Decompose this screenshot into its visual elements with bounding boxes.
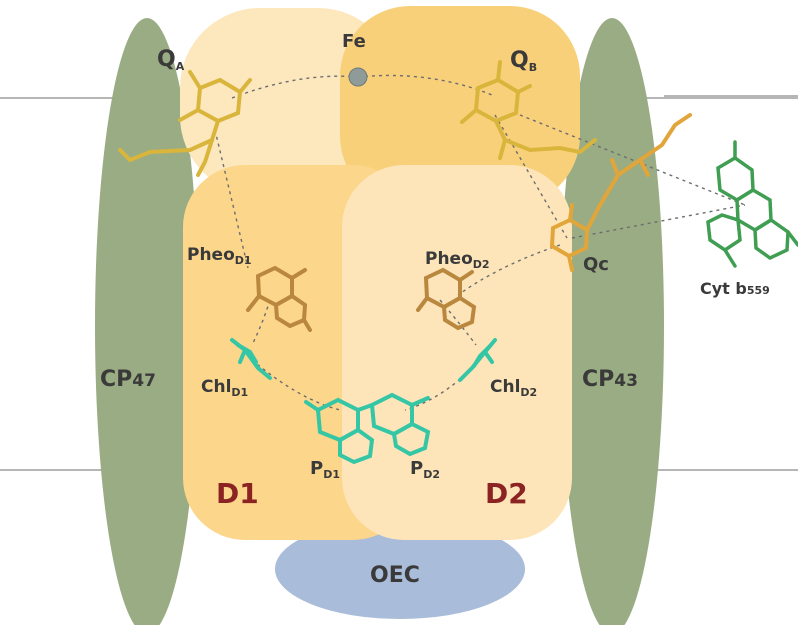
chlorophyll-d1-icon — [230, 338, 272, 380]
label-chl-d1: ChlD1 — [201, 377, 248, 399]
p680-icon — [304, 392, 431, 465]
cp43-region — [560, 18, 664, 625]
quinone-qa-icon — [118, 70, 252, 177]
quinone-qc-icon — [549, 113, 692, 272]
label-qb: QB — [510, 48, 537, 74]
label-cyt: Cyt b559 — [700, 279, 770, 298]
oec-region — [275, 519, 525, 619]
label-d2: D2 — [485, 477, 528, 510]
pheophytin-d1-icon — [246, 265, 312, 332]
d2-region — [342, 165, 572, 540]
path-qb-qc — [494, 114, 568, 239]
cp47-region — [95, 18, 199, 625]
qb-region — [340, 6, 580, 206]
label-fe: Fe — [342, 31, 366, 52]
path-qb-cyt — [519, 114, 746, 206]
label-oec: OEC — [370, 563, 420, 588]
label-pheo-d1: PheoD1 — [187, 245, 252, 267]
path-pheo-chl-d1 — [251, 299, 271, 346]
label-cp43: CP43 — [582, 367, 638, 392]
cyt-b559-icon — [706, 140, 798, 268]
quinone-qb-icon — [460, 60, 597, 160]
path-chl-pd1 — [251, 359, 341, 411]
pheophytin-d2-icon — [416, 267, 477, 331]
label-d1: D1 — [216, 477, 259, 510]
label-cp47: CP47 — [100, 367, 156, 392]
path-qc-cyt — [571, 204, 746, 239]
path-qa-pheo-d1 — [214, 129, 249, 269]
label-pd2: PD2 — [410, 458, 440, 481]
label-qa: QA — [157, 47, 185, 73]
fe-atom-icon — [348, 67, 368, 87]
label-chl-d2: ChlD2 — [490, 377, 537, 399]
chlorophyll-d2-icon — [458, 338, 497, 382]
path-qa-fe — [231, 75, 359, 99]
label-pheo-d2: PheoD2 — [425, 249, 490, 271]
label-qc: Qc — [583, 254, 609, 275]
label-pd1: PD1 — [310, 458, 340, 481]
